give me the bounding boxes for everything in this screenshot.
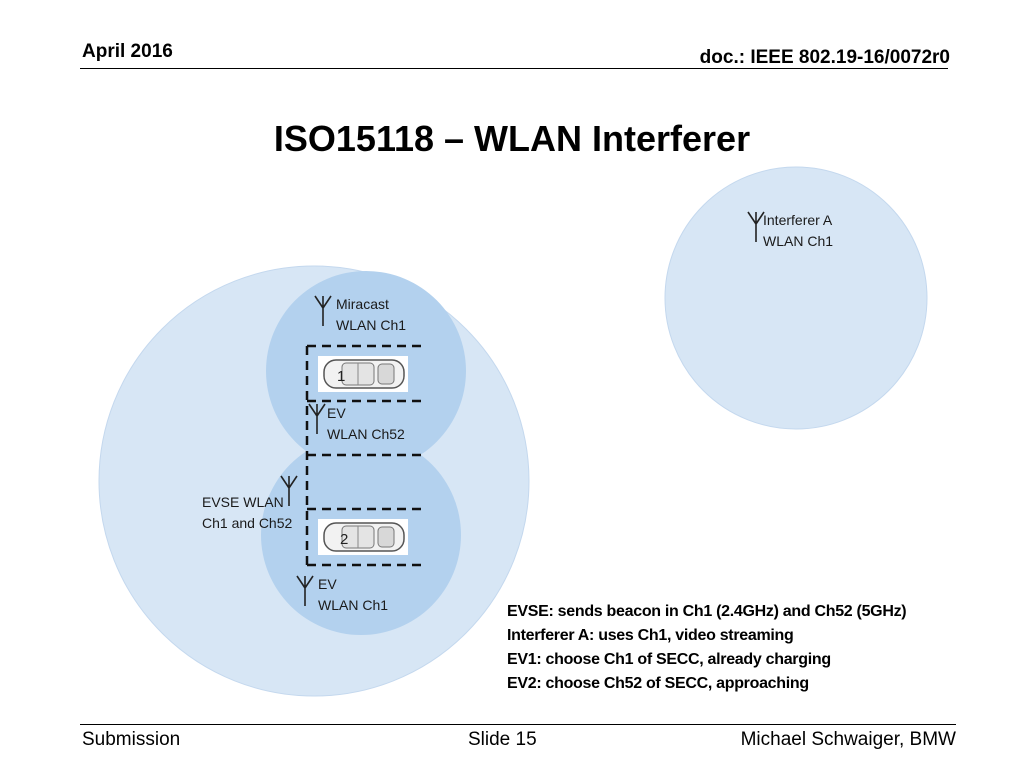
antenna-icon	[280, 475, 298, 506]
ev1-channel-label: WLAN Ch52	[327, 426, 405, 442]
legend-line-evse: EVSE: sends beacon in Ch1 (2.4GHz) and C…	[507, 603, 907, 620]
header-date: April 2016	[82, 41, 173, 62]
scenario-legend: EVSE: sends beacon in Ch1 (2.4GHz) and C…	[507, 600, 907, 696]
header-divider	[80, 68, 948, 69]
footer-submission: Submission	[82, 729, 181, 750]
antenna-icon	[314, 295, 332, 326]
header-doc-number: doc.: IEEE 802.19-16/0072r0	[699, 47, 950, 68]
parking-slots	[305, 344, 425, 567]
interferer-coverage-circle	[664, 166, 928, 430]
antenna-icon	[747, 211, 765, 242]
car-icon	[318, 356, 408, 392]
ev1-label: EV	[327, 405, 346, 421]
evse-label: EVSE WLAN	[202, 494, 284, 510]
antenna-icon	[296, 575, 314, 606]
slot-number-2: 2	[340, 531, 348, 548]
car-icon	[318, 519, 408, 555]
legend-line-ev1: EV1: choose Ch1 of SECC, already chargin…	[507, 651, 831, 668]
miracast-channel-label: WLAN Ch1	[336, 317, 406, 333]
legend-line-interferer: Interferer A: uses Ch1, video streaming	[507, 627, 794, 644]
interferer-channel-label: WLAN Ch1	[763, 233, 833, 249]
miracast-label: Miracast	[336, 296, 389, 312]
slot-number-1: 1	[337, 368, 345, 385]
footer-divider	[80, 724, 956, 725]
footer-author: Michael Schwaiger, BMW	[740, 729, 956, 750]
footer-slide-number: Slide 15	[468, 729, 537, 750]
legend-line-ev2: EV2: choose Ch52 of SECC, approaching	[507, 675, 809, 692]
slide-title: ISO15118 – WLAN Interferer	[273, 118, 751, 159]
antenna-icon	[308, 403, 326, 434]
interferer-label: Interferer A	[763, 212, 833, 228]
evse-channel-label: Ch1 and Ch52	[202, 515, 293, 531]
ev2-channel-label: WLAN Ch1	[318, 597, 388, 613]
ev2-label: EV	[318, 576, 337, 592]
